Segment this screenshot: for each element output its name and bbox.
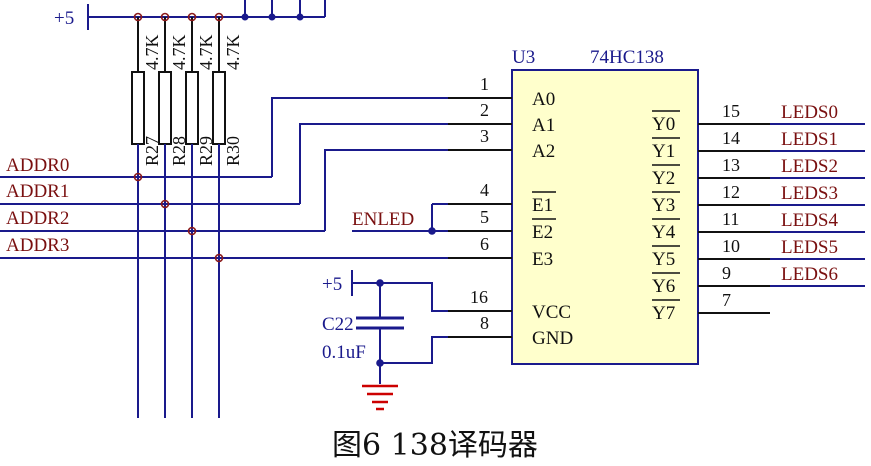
pin-number: 9	[722, 263, 731, 283]
pin-number: 4	[480, 180, 489, 200]
resistor-r29: 4.7K R29	[185, 12, 216, 418]
junction-dot	[214, 253, 224, 263]
pin-name: Y0	[652, 114, 675, 135]
pin-number: 8	[480, 313, 489, 333]
chip-body	[511, 69, 699, 365]
resistor-value: 4.7K	[196, 35, 216, 71]
vcc-power-label: +5	[322, 274, 342, 295]
net-label-leds3: LEDS3	[781, 183, 838, 204]
pin-number: 3	[480, 126, 489, 146]
figure-caption: 图6 138译码器	[332, 428, 538, 463]
wire-a1	[299, 123, 512, 204]
pin-name: VCC	[532, 302, 571, 323]
junction-dot	[376, 279, 384, 287]
pin-name: Y3	[652, 195, 675, 216]
pin-name: Y2	[652, 168, 675, 189]
pin-number: 15	[722, 101, 740, 121]
net-label-leds0: LEDS0	[781, 102, 838, 123]
resistor-value: 4.7K	[169, 35, 189, 71]
junction-dot	[268, 13, 276, 21]
junction-dot	[296, 13, 304, 21]
chip-ref: U3	[512, 47, 535, 68]
net-label-leds6: LEDS6	[781, 264, 838, 285]
pin-name: E3	[532, 249, 553, 270]
resistor-r28: 4.7K R28	[158, 12, 189, 418]
junction-dot	[214, 12, 224, 22]
pin-name: Y6	[652, 276, 675, 297]
net-label-leds1: LEDS1	[781, 129, 838, 150]
net-label-leds5: LEDS5	[781, 237, 838, 258]
net-label-leds4: LEDS4	[781, 210, 839, 231]
junction-dot	[133, 12, 143, 22]
resistor-ref: R27	[142, 136, 162, 166]
junction-dot	[428, 227, 436, 235]
pin-number: 16	[470, 287, 488, 307]
pin-number: 14	[722, 128, 740, 148]
net-label-enled: ENLED	[352, 209, 414, 230]
resistor-ref: R29	[196, 136, 216, 166]
pin-number: 7	[722, 290, 731, 310]
junction-dot	[187, 226, 197, 236]
pin-number: 6	[480, 234, 489, 254]
wire-vcc	[352, 282, 512, 312]
pin-name: E2	[532, 222, 553, 243]
resistor-r27: 4.7K R27	[131, 12, 162, 418]
pin-name: A2	[532, 141, 555, 162]
net-label-leds2: LEDS2	[781, 156, 838, 177]
decoder-chip: U3 74HC138 1 2 3 4 5 6 16 8 A0 A1 A2 E1 …	[448, 47, 770, 365]
wire-a0	[271, 97, 512, 177]
top-power-label: +5	[54, 8, 74, 29]
pin-number: 5	[480, 207, 489, 227]
pin-number: 10	[722, 236, 740, 256]
output-nets: LEDS0 LEDS1 LEDS2 LEDS3 LEDS4 LEDS5 LEDS…	[770, 102, 865, 287]
pin-name: Y4	[652, 222, 676, 243]
capacitor-value: 0.1uF	[322, 342, 366, 363]
pin-number: 12	[722, 182, 740, 202]
pin-name: A1	[532, 115, 555, 136]
resistor-r30: 4.7K R30	[212, 12, 243, 418]
junction-dot	[160, 199, 170, 209]
pin-name: Y5	[652, 249, 675, 270]
junction-dot	[241, 13, 249, 21]
pin-name: E1	[532, 195, 553, 216]
resistor-ref: R30	[223, 136, 243, 166]
net-label-addr0: ADDR0	[6, 155, 69, 176]
pin-number: 13	[722, 155, 740, 175]
resistor-value: 4.7K	[223, 35, 243, 71]
chip-part: 74HC138	[590, 47, 664, 68]
output-names: Y0 Y1 Y2 Y3 Y4 Y5 Y6 Y7	[652, 110, 680, 324]
junction-dot	[187, 12, 197, 22]
net-label-addr3: ADDR3	[6, 235, 69, 256]
resistor-group: 4.7K R27 4.7K R28 4.7K R29 4.7K R30	[131, 12, 243, 418]
net-label-addr2: ADDR2	[6, 208, 69, 229]
capacitor-ref: C22	[322, 314, 354, 335]
ground-icon	[362, 384, 398, 411]
pin-number: 2	[480, 100, 489, 120]
address-lines: ADDR0 ADDR1 ADDR2 ADDR3	[0, 97, 512, 263]
resistor-value: 4.7K	[142, 35, 162, 71]
junction-dot	[376, 359, 384, 367]
pin-number: 1	[480, 74, 489, 94]
pin-number: 11	[722, 209, 739, 229]
junction-dot	[133, 172, 143, 182]
top-power-rail: +5	[54, 0, 326, 30]
pin-name: Y7	[652, 303, 675, 324]
pin-name: GND	[532, 328, 573, 349]
resistor-ref: R28	[169, 136, 189, 166]
junction-dot	[160, 12, 170, 22]
net-label-addr1: ADDR1	[6, 181, 69, 202]
pin-name: Y1	[652, 141, 675, 162]
wire-gnd	[380, 336, 512, 364]
pin-name: A0	[532, 89, 555, 110]
